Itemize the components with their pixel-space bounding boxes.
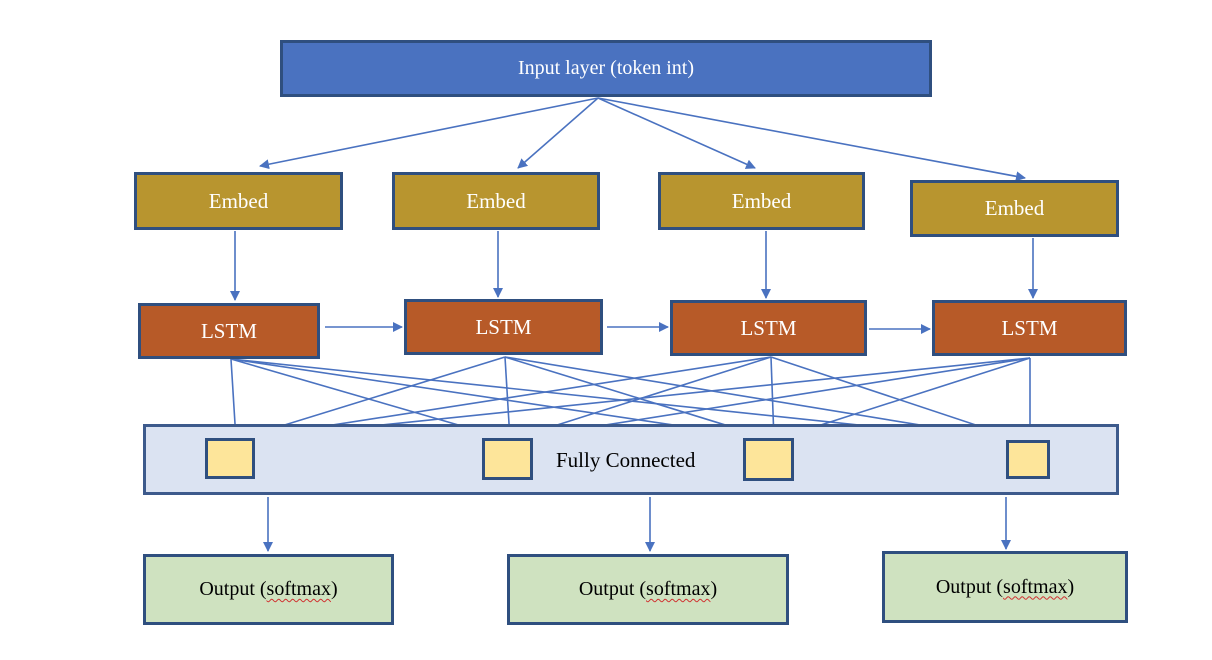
embed-box-4: Embed — [910, 180, 1119, 237]
fully-connected-box — [143, 424, 1119, 495]
input-layer-box: Input layer (token int) — [280, 40, 932, 97]
output-box-1: Output (softmax) — [143, 554, 394, 625]
fc-node-2 — [482, 438, 533, 480]
arrow-input-to-embed-4 — [597, 97, 1026, 182]
fully-connected-label: Fully Connected — [556, 448, 696, 472]
arrow-input-to-embed-1 — [259, 97, 599, 170]
output-label: Output (softmax) — [935, 575, 1075, 598]
embed-label: Embed — [466, 188, 526, 213]
embed-box-2: Embed — [392, 172, 600, 230]
input-layer-label: Input layer (token int) — [517, 57, 695, 79]
fc-node-1 — [205, 438, 255, 479]
embed-label: Embed — [984, 196, 1045, 220]
lstm-box-4: LSTM — [932, 300, 1127, 356]
lstm-label: LSTM — [1001, 315, 1058, 340]
output-box-2: Output (softmax) — [507, 554, 789, 625]
fc-node-3 — [743, 438, 794, 481]
embed-label: Embed — [208, 188, 269, 213]
output-box-3: Output (softmax) — [882, 551, 1128, 623]
fc-node-4 — [1006, 440, 1050, 479]
lstm-label: LSTM — [475, 314, 532, 339]
output-label: Output (softmax) — [199, 578, 338, 600]
output-label: Output (softmax) — [578, 578, 718, 600]
lstm-label: LSTM — [200, 318, 257, 343]
embed-label: Embed — [731, 188, 792, 213]
arrow-input-to-embed-2 — [517, 97, 599, 169]
lstm-box-3: LSTM — [670, 300, 867, 356]
embed-box-3: Embed — [658, 172, 865, 230]
lstm-box-2: LSTM — [404, 299, 603, 355]
arrow-input-to-embed-3 — [597, 97, 756, 169]
lstm-box-1: LSTM — [138, 303, 320, 359]
embed-box-1: Embed — [134, 172, 343, 230]
lstm-label: LSTM — [740, 315, 797, 340]
